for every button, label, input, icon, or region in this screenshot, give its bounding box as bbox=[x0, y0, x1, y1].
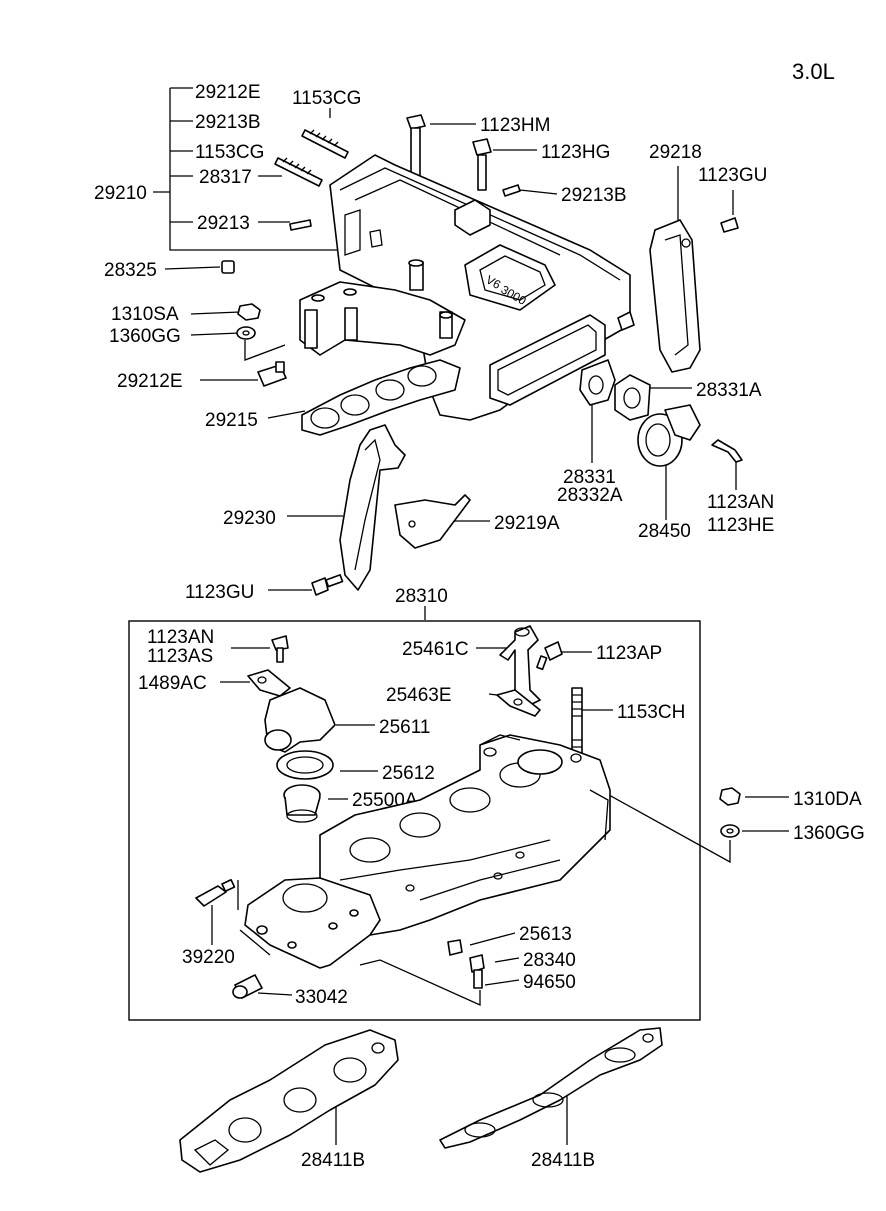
stud-1153CH bbox=[571, 687, 583, 759]
label-29212E-top: 29212E bbox=[195, 82, 261, 103]
label-1123AN-right: 1123AN bbox=[707, 492, 774, 513]
label-25612: 25612 bbox=[382, 763, 435, 784]
nut-1310DA bbox=[719, 787, 741, 806]
plug-25613 bbox=[447, 939, 463, 956]
label-28411B-left: 28411B bbox=[301, 1150, 365, 1171]
label-29213B-right: 29213B bbox=[561, 185, 627, 206]
label-1123HM: 1123HM bbox=[480, 115, 550, 136]
label-25611: 25611 bbox=[379, 717, 430, 738]
label-33042: 33042 bbox=[295, 987, 348, 1008]
label-28331A: 28331A bbox=[696, 380, 762, 401]
label-1123HG: 1123HG bbox=[541, 142, 610, 163]
upper-intake-plenum-29210: V6 3000 bbox=[329, 154, 635, 421]
label-28310: 28310 bbox=[395, 586, 448, 607]
svg-text:V6: V6 bbox=[484, 272, 504, 292]
label-28340: 28340 bbox=[523, 950, 576, 971]
plenum-lower-flange bbox=[299, 281, 466, 356]
nut-1310SA bbox=[237, 303, 261, 321]
label-1123AS: 1123AS bbox=[147, 646, 213, 667]
leader-lines-upper bbox=[164, 108, 737, 591]
label-29230: 29230 bbox=[223, 508, 276, 529]
leader-lines-lower bbox=[211, 647, 789, 1007]
label-1310SA: 1310SA bbox=[111, 304, 179, 325]
label-28317: 28317 bbox=[199, 167, 252, 188]
plug-28325 bbox=[221, 260, 235, 274]
label-29212E-low: 29212E bbox=[117, 371, 183, 392]
label-1153CG-top: 1153CG bbox=[292, 88, 361, 109]
bolt-1123AN-right bbox=[711, 439, 743, 463]
label-1123AN-box: 1123AN bbox=[147, 627, 214, 648]
gasket-25612 bbox=[276, 750, 334, 780]
exhaust-gasket-28411B-right bbox=[439, 1027, 663, 1149]
label-29213: 29213 bbox=[197, 213, 250, 234]
washer-1360GG-low bbox=[720, 824, 740, 838]
label-25463E: 25463E bbox=[386, 685, 452, 706]
gasket-28331 bbox=[579, 359, 616, 406]
label-1123GU-top: 1123GU bbox=[698, 165, 767, 186]
label-29215: 29215 bbox=[205, 410, 258, 431]
label-28325: 28325 bbox=[104, 260, 157, 281]
gasket-25463E bbox=[496, 689, 541, 717]
temperature-sensor-39220 bbox=[195, 878, 236, 907]
thermostat-housing-block bbox=[244, 877, 381, 969]
fitting-33042 bbox=[232, 974, 263, 999]
water-outlet-25611 bbox=[264, 687, 336, 753]
gasket-29215 bbox=[301, 359, 461, 436]
label-1123HE: 1123HE bbox=[707, 515, 774, 536]
label-25461C: 25461C bbox=[402, 639, 469, 660]
label-1153CH: 1153CH bbox=[617, 702, 685, 723]
label-29213B-left: 29213B bbox=[195, 112, 261, 133]
label-1123AP: 1123AP bbox=[596, 643, 662, 664]
engine-label: 3.0L bbox=[792, 59, 835, 84]
thermostat-25500A bbox=[283, 784, 321, 823]
bolt-1123AP bbox=[536, 641, 563, 671]
label-1310DA: 1310DA bbox=[793, 789, 862, 810]
bolt-1123AN-box bbox=[271, 635, 289, 663]
bracket-29218 bbox=[649, 219, 701, 373]
label-28411B-right: 28411B bbox=[531, 1150, 595, 1171]
bracket-1489AC bbox=[247, 669, 291, 697]
gasket-28331A bbox=[614, 374, 651, 421]
bolt-1123GU-low bbox=[311, 574, 344, 596]
label-29218: 29218 bbox=[649, 142, 702, 163]
label-29210: 29210 bbox=[94, 183, 147, 204]
bracket-29230 bbox=[339, 424, 406, 591]
label-28332A: 28332A bbox=[557, 485, 623, 506]
label-1153CG-left: 1153CG bbox=[195, 142, 264, 163]
box-28310 bbox=[128, 620, 701, 1021]
label-1360GG-low: 1360GG bbox=[793, 823, 865, 844]
pin-29213 bbox=[289, 219, 312, 231]
label-94650: 94650 bbox=[523, 972, 576, 993]
stud-1153CG-top bbox=[301, 129, 349, 159]
bracket-29210 bbox=[153, 87, 372, 251]
label-28331: 28331 bbox=[563, 467, 616, 488]
washer-1360GG bbox=[236, 326, 256, 340]
label-25613: 25613 bbox=[519, 924, 572, 945]
label-1489AC: 1489AC bbox=[138, 673, 207, 694]
bracket-29219A bbox=[394, 494, 471, 549]
label-29219A: 29219A bbox=[494, 513, 560, 534]
bolt-1123GU-top bbox=[720, 217, 739, 233]
label-1360GG-top: 1360GG bbox=[109, 326, 181, 347]
sensor-29212E bbox=[257, 361, 287, 387]
label-39220: 39220 bbox=[182, 947, 235, 968]
sensor-28340-94650 bbox=[469, 954, 485, 989]
label-28450: 28450 bbox=[638, 521, 691, 542]
exhaust-gasket-28411B-left bbox=[179, 1029, 399, 1173]
egr-valve-28450 bbox=[637, 404, 701, 467]
stud-1153CG-left bbox=[274, 157, 323, 187]
label-1123GU-low: 1123GU bbox=[185, 582, 254, 603]
bolt-1123HG bbox=[472, 138, 492, 191]
pin-29213B bbox=[502, 184, 521, 197]
